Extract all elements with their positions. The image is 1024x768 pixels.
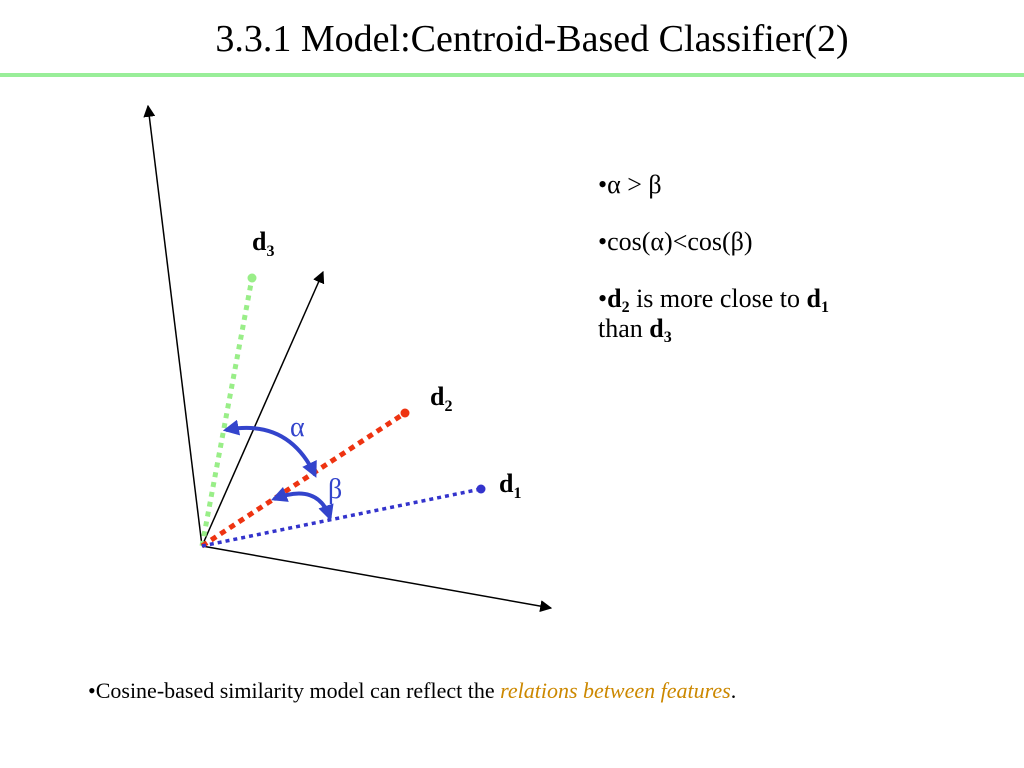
footer-highlight: relations between features <box>500 678 731 703</box>
label-d1: d1 <box>499 469 522 502</box>
axis-diagonal <box>201 270 325 547</box>
beta-label: β <box>328 474 343 505</box>
title-underline <box>0 73 1024 77</box>
vector-d1-endpoint <box>476 484 486 494</box>
label-d2: d2 <box>430 382 453 415</box>
slide-title: 3.3.1 Model:Centroid-Based Classifier(2) <box>215 18 849 60</box>
beta-arc <box>271 486 334 522</box>
axis-vertical <box>143 104 203 547</box>
vector-d2-endpoint <box>400 408 410 418</box>
axis-horizontal <box>201 545 553 613</box>
bullet-cos-compare: •cos(α)<cos(β) <box>598 227 753 256</box>
bullet-list: •α > β •cos(α)<cos(β) •d2 is more close … <box>598 170 938 371</box>
bullet-alpha-gt-beta: •α > β <box>598 170 662 199</box>
alpha-arc <box>222 419 317 478</box>
label-d3: d3 <box>252 227 275 260</box>
alpha-label: α <box>290 412 305 443</box>
vector-d3-endpoint <box>247 273 257 283</box>
footer-note: •Cosine-based similarity model can refle… <box>88 678 737 703</box>
vector-d2 <box>200 410 407 549</box>
vector-d3 <box>199 277 255 547</box>
